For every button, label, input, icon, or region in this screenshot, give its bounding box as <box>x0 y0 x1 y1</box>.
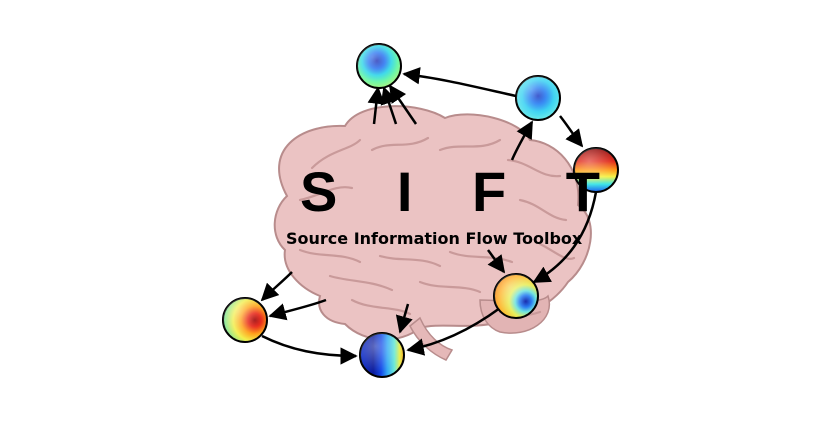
arrow-topright-to-right <box>559 115 584 148</box>
scalp-map-node-top <box>356 43 402 89</box>
arrow-topright-to-top <box>402 67 517 98</box>
arrow-brain-to-bottom <box>395 303 413 334</box>
arrow-brain-to-top-3 <box>388 84 418 125</box>
scalp-map-nodes <box>222 43 619 378</box>
arrow-brain-to-topright <box>510 120 534 161</box>
logo-subtitle: Source Information Flow Toolbox <box>286 229 583 248</box>
arrow-brain-to-top-2 <box>380 86 398 125</box>
scalp-map-node-top-right <box>515 75 561 121</box>
arrow-brain-to-left-1 <box>260 271 293 302</box>
arrow-brain-to-left-2 <box>268 298 327 321</box>
arrow-left-to-bottom <box>261 334 358 365</box>
scalp-map-node-lower-right <box>493 273 539 319</box>
scalp-map-node-left <box>222 297 268 343</box>
arrow-brain-to-lowerright <box>486 249 506 274</box>
scalp-map-node-right <box>573 147 619 193</box>
arrow-lowerright-to-bottom <box>406 306 501 356</box>
flow-arrows <box>260 67 598 365</box>
arrow-brain-to-top-1 <box>367 86 385 125</box>
arrow-right-to-lowerright <box>532 191 598 284</box>
logo-title: S I F T <box>300 160 622 223</box>
scalp-map-node-bottom <box>359 332 405 378</box>
